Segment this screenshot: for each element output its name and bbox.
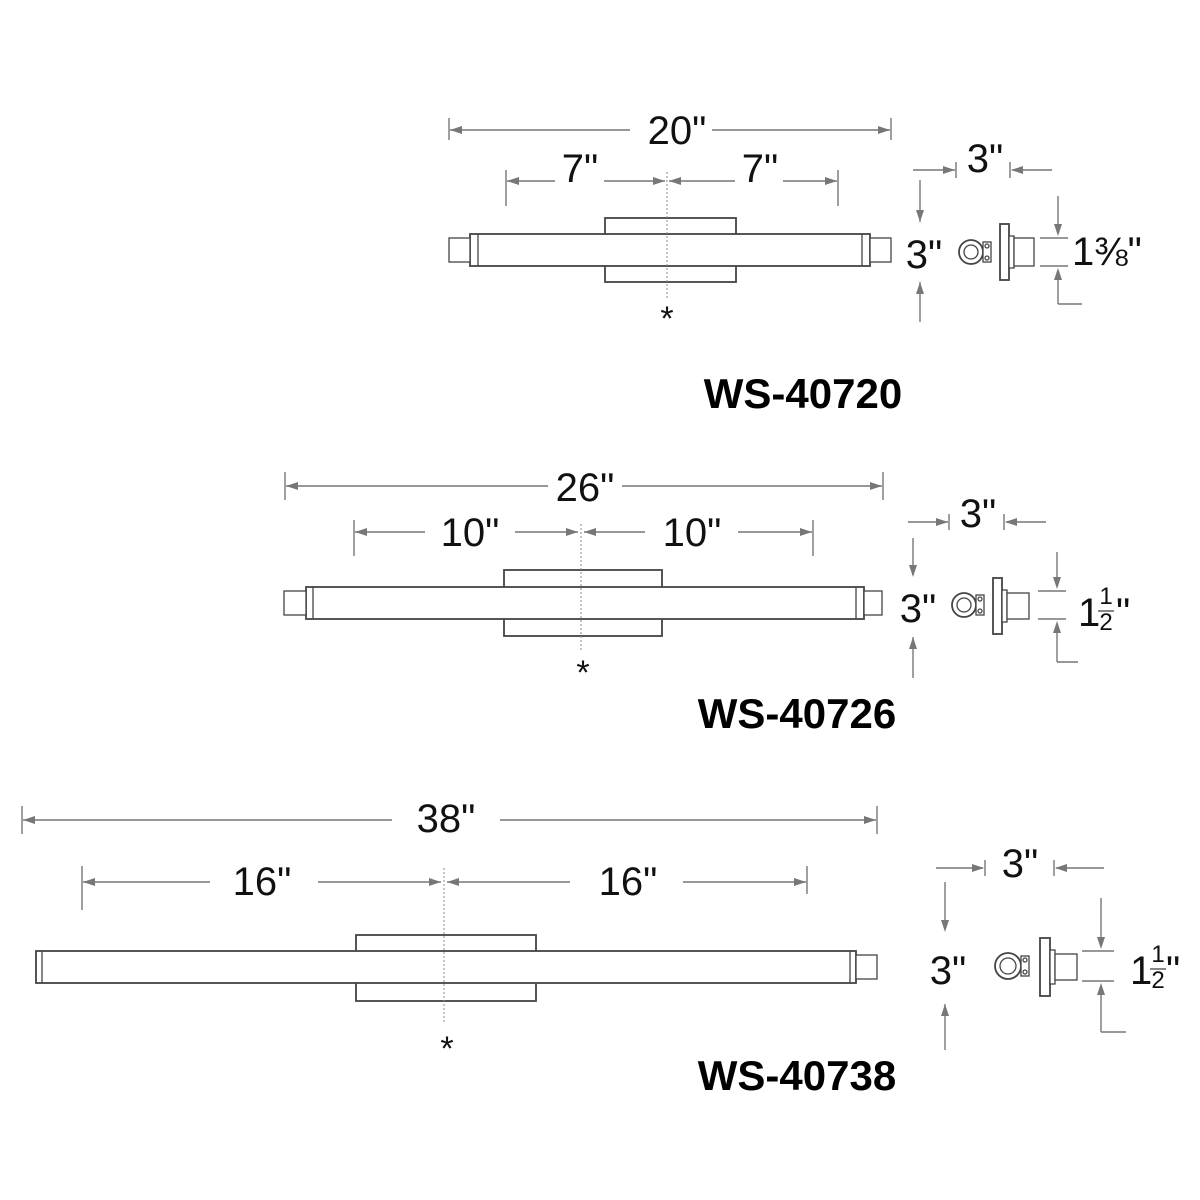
fixture-body: * [283, 524, 883, 692]
side-small-suffix: " [1128, 230, 1142, 274]
side-small-suffix: " [1166, 949, 1180, 993]
side-small-numerator: 1 [1151, 941, 1164, 968]
side-height-label: 3" [906, 233, 942, 277]
fixture-ws-40726: 26" 10" 10" * [283, 466, 1130, 737]
half-span-dimensions: 10" 10" [353, 511, 814, 556]
model-number: WS-40738 [698, 1052, 896, 1099]
side-depth-label: 3" [967, 137, 1003, 181]
side-small-denominator: 2 [1151, 967, 1164, 994]
fixture-ws-40738: 38" 16" 16" * [21, 797, 1180, 1099]
half-span-dimensions: 7" 7" [505, 147, 839, 206]
side-view: 3" 3" 1 1 2 [900, 492, 1130, 678]
center-mark: * [660, 300, 673, 338]
side-view: 3" 3" 1 1 2 [930, 842, 1180, 1050]
side-view: 3" 3" 1⅜" [906, 137, 1142, 322]
overall-width-label: 26" [556, 466, 615, 510]
overall-width-dimension: 26" [284, 466, 884, 510]
left-span-label: 7" [562, 147, 598, 191]
fixture-body: * [448, 172, 892, 338]
side-small-numerator: 1 [1099, 583, 1112, 610]
model-number: WS-40726 [698, 690, 896, 737]
half-span-dimensions: 16" 16" [81, 860, 808, 910]
side-height-label: 3" [900, 587, 936, 631]
side-small-suffix: " [1116, 591, 1130, 635]
right-span-label: 16" [599, 860, 658, 904]
side-depth-label: 3" [1002, 842, 1038, 886]
overall-width-label: 38" [417, 797, 476, 841]
center-mark: * [576, 654, 589, 692]
side-small-label: 1 1 2 " [1130, 941, 1180, 994]
overall-width-dimension: 20" [448, 109, 892, 153]
fixture-body: * [35, 868, 878, 1068]
left-span-label: 16" [233, 860, 292, 904]
fixture-ws-40720: 20" 7" 7" * [448, 109, 1142, 417]
side-depth-label: 3" [960, 492, 996, 536]
side-small-whole: 1 [1130, 949, 1152, 993]
left-span-label: 10" [441, 511, 500, 555]
center-mark: * [440, 1030, 453, 1068]
side-small-fraction: ⅜ [1094, 230, 1128, 274]
side-small-label: 1⅜" [1072, 230, 1142, 274]
right-span-label: 10" [663, 511, 722, 555]
right-span-label: 7" [742, 147, 778, 191]
overall-width-label: 20" [648, 109, 707, 153]
side-small-denominator: 2 [1099, 609, 1112, 636]
side-height-label: 3" [930, 949, 966, 993]
overall-width-dimension: 38" [21, 797, 878, 841]
side-small-label: 1 1 2 " [1078, 583, 1130, 636]
side-small-whole: 1 [1072, 230, 1094, 274]
side-small-whole: 1 [1078, 591, 1100, 635]
model-number: WS-40720 [704, 370, 902, 417]
